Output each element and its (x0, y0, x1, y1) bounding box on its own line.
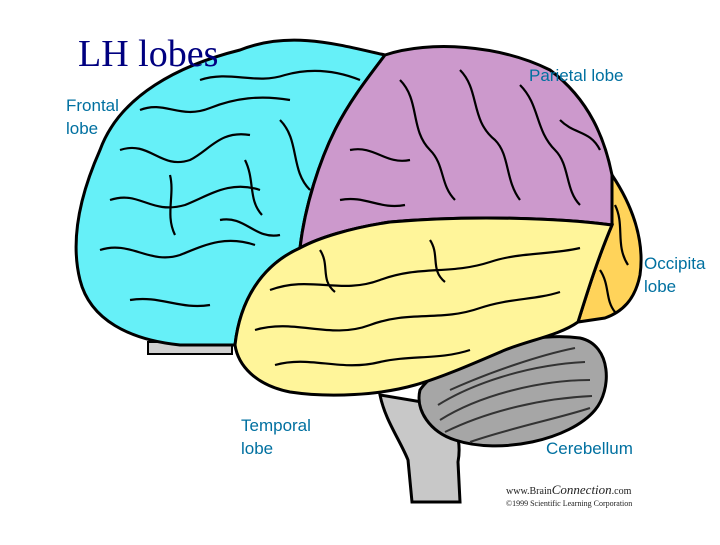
label-frontal-lobe: Frontal lobe (66, 94, 119, 140)
credit-block: www.BrainConnection.com ©1999 Scientific… (506, 482, 632, 508)
label-temporal-line1: Temporal (241, 414, 311, 437)
credit-url-suffix: .com (612, 486, 632, 497)
label-occipital-lobe: Occipita lobe (644, 252, 705, 298)
credit-url: www.BrainConnection.com (506, 482, 632, 498)
credit-url-brand: Connection (552, 482, 612, 497)
label-frontal-line1: Frontal (66, 94, 119, 117)
label-parietal-text: Parietal lobe (529, 64, 624, 87)
credit-url-prefix: www.Brain (506, 486, 552, 497)
label-cerebellum-text: Cerebellum (546, 437, 633, 460)
label-temporal-lobe: Temporal lobe (241, 414, 311, 460)
page-title: LH lobes (78, 32, 218, 76)
credit-copyright: ©1999 Scientific Learning Corporation (506, 499, 632, 508)
label-occipital-line2: lobe (644, 275, 705, 298)
label-parietal-lobe: Parietal lobe (529, 64, 624, 87)
label-cerebellum: Cerebellum (546, 437, 633, 460)
label-occipital-line1: Occipita (644, 252, 705, 275)
label-frontal-line2: lobe (66, 117, 119, 140)
label-temporal-line2: lobe (241, 437, 311, 460)
